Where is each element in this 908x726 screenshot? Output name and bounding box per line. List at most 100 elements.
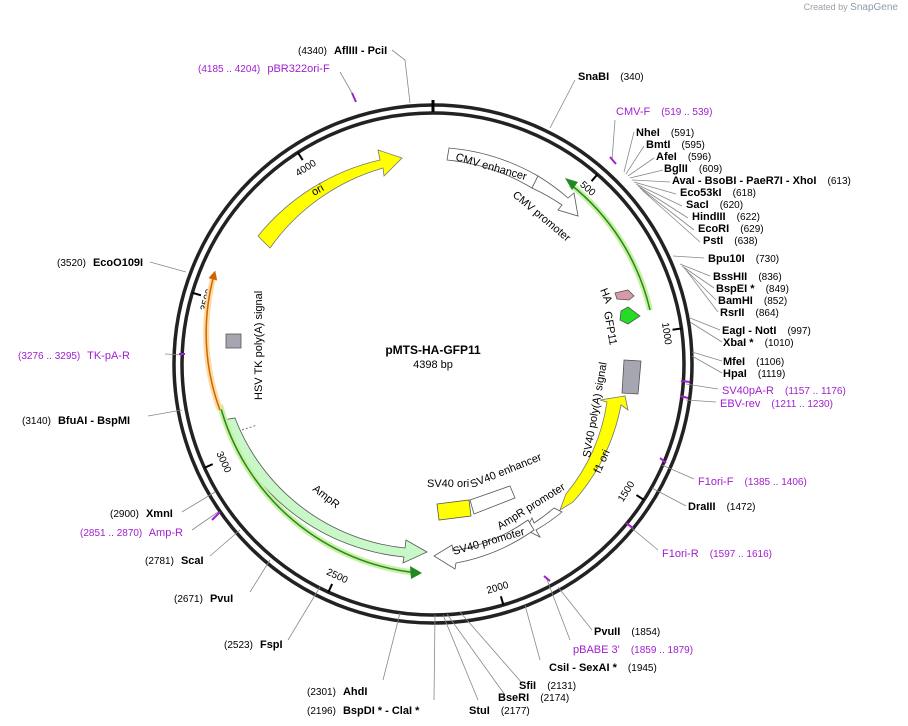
primer-amp-r[interactable]: (2851 .. 2870) Amp-R bbox=[80, 527, 183, 539]
feature-label-hsv-tk-polya: HSV TK poly(A) signal bbox=[253, 291, 265, 400]
site-ecoo109i[interactable]: (3520) EcoO109I bbox=[57, 257, 143, 269]
site-name: BspDI * - ClaI * bbox=[343, 705, 420, 717]
primer-pbr322ori-f[interactable]: (4185 .. 4204) pBR322ori-F bbox=[198, 63, 330, 75]
site-ahdi[interactable]: (2301) AhdI bbox=[307, 686, 367, 698]
site-stui[interactable]: StuI (2177) bbox=[469, 705, 530, 717]
feature-f1-ori[interactable] bbox=[559, 395, 629, 511]
leader-rsrii bbox=[685, 269, 719, 313]
site-saci[interactable]: SacI (620) bbox=[686, 199, 743, 211]
feature-cmv-promoter[interactable] bbox=[531, 175, 579, 217]
site-xbai[interactable]: XbaI * (1010) bbox=[723, 337, 794, 349]
leader-snabi bbox=[549, 79, 576, 129]
site-bsshii[interactable]: BssHII (836) bbox=[713, 271, 782, 283]
site-fspi[interactable]: (2523) FspI bbox=[224, 639, 283, 651]
site-avai[interactable]: AvaI - BsoBI - PaeR7I - XhoI (613) bbox=[672, 175, 851, 187]
leader-avai bbox=[631, 179, 671, 183]
leader-aflIII bbox=[391, 49, 411, 104]
site-pos: (629) bbox=[740, 224, 763, 235]
site-pos: (2131) bbox=[547, 681, 576, 692]
primer-range: (1385 .. 1406) bbox=[745, 477, 807, 488]
site-bamhi[interactable]: BamHI (852) bbox=[718, 295, 787, 307]
feature-hsv-tk-polya[interactable] bbox=[225, 333, 242, 349]
plasmid-length: 4398 bp bbox=[413, 359, 453, 371]
leader-mfei bbox=[691, 351, 723, 362]
primer-name: pBR322ori-F bbox=[267, 63, 330, 75]
site-hindiii[interactable]: HindIII (622) bbox=[692, 211, 760, 223]
site-snabi[interactable]: SnaBI (340) bbox=[578, 71, 644, 83]
site-name: BamHI bbox=[718, 295, 753, 307]
feature-sv40-polya[interactable] bbox=[621, 359, 642, 395]
leader-hindiii bbox=[637, 185, 689, 219]
feature-ha[interactable] bbox=[614, 289, 635, 301]
site-hpai[interactable]: HpaI (1119) bbox=[723, 368, 785, 380]
site-aflIII[interactable]: (4340) AflIII - PciI bbox=[298, 45, 387, 57]
site-bspei[interactable]: BspEI * (849) bbox=[716, 283, 789, 295]
site-afei[interactable]: AfeI (596) bbox=[656, 151, 711, 163]
leader-bmti bbox=[625, 145, 645, 175]
primer-sv40pa-r[interactable]: SV40pA-R (1157 .. 1176) bbox=[722, 385, 846, 397]
site-name: BfuAI - BspMI bbox=[58, 415, 130, 427]
site-scai[interactable]: (2781) ScaI bbox=[145, 555, 204, 567]
leader-bfuai bbox=[147, 409, 183, 417]
feature-sv40-enhancer[interactable] bbox=[469, 485, 516, 515]
leader-csii bbox=[524, 604, 541, 661]
primer-range: (2851 .. 2870) bbox=[80, 528, 142, 539]
leader-bseri bbox=[446, 613, 506, 696]
site-pos: (2900) bbox=[110, 509, 139, 520]
site-pos: (730) bbox=[756, 254, 779, 265]
primer-f1ori-r[interactable]: F1ori-R (1597 .. 1616) bbox=[662, 548, 772, 560]
site-bspdi[interactable]: (2196) BspDI * - ClaI * bbox=[307, 705, 420, 717]
site-ecori[interactable]: EcoRI (629) bbox=[698, 223, 764, 235]
feature-sv40-promoter[interactable] bbox=[433, 519, 535, 570]
site-name: StuI bbox=[469, 705, 490, 717]
site-name: AhdI bbox=[343, 686, 367, 698]
site-name: BspEI * bbox=[716, 283, 755, 295]
site-pvui[interactable]: (2671) PvuI bbox=[174, 593, 233, 605]
site-bseri[interactable]: BseRI (2174) bbox=[498, 692, 569, 704]
primer-mark-pbr322 bbox=[351, 92, 357, 103]
site-bpu10i[interactable]: Bpu10I (730) bbox=[708, 253, 779, 265]
site-pvuii[interactable]: PvuII (1854) bbox=[594, 626, 660, 638]
feature-tk-line bbox=[205, 270, 221, 411]
site-draiii[interactable]: DraIII (1472) bbox=[688, 501, 755, 513]
site-bglii[interactable]: BglII (609) bbox=[664, 163, 722, 175]
primer-name: F1ori-F bbox=[698, 476, 734, 488]
feature-ori[interactable] bbox=[257, 149, 403, 249]
leader-ecoo109i bbox=[149, 261, 187, 273]
site-csii[interactable]: CsiI - SexAI * (1945) bbox=[549, 662, 657, 674]
site-name: MfeI bbox=[723, 356, 745, 368]
feature-gfp11[interactable] bbox=[619, 306, 641, 325]
primer-cmv-f[interactable]: CMV-F (519 .. 539) bbox=[616, 106, 712, 118]
site-xmni[interactable]: (2900) XmnI bbox=[110, 508, 173, 520]
site-nhei[interactable]: NheI (591) bbox=[636, 127, 694, 139]
feature-gfp-region-arrow bbox=[565, 178, 578, 190]
primer-range: (4185 .. 4204) bbox=[198, 64, 260, 75]
primer-f1ori-f[interactable]: F1ori-F (1385 .. 1406) bbox=[698, 476, 807, 488]
primer-tk-pa-r[interactable]: (3276 .. 3295) TK-pA-R bbox=[18, 350, 130, 362]
features bbox=[203, 147, 653, 579]
site-name: Bpu10I bbox=[708, 253, 745, 265]
site-name: PvuI bbox=[210, 593, 233, 605]
site-sfii[interactable]: SfiI (2131) bbox=[519, 680, 576, 692]
primer-pbabe-3[interactable]: pBABE 3' (1859 .. 1879) bbox=[573, 644, 693, 656]
leader-ecori bbox=[639, 187, 695, 231]
site-name: PvuII bbox=[594, 626, 620, 638]
leader-bspei bbox=[681, 265, 715, 289]
tick-label-4000: 4000 bbox=[294, 158, 319, 179]
site-name: BglII bbox=[664, 163, 688, 175]
site-psti[interactable]: PstI (638) bbox=[703, 235, 758, 247]
site-eagi[interactable]: EagI - NotI (997) bbox=[722, 325, 811, 337]
site-mfei[interactable]: MfeI (1106) bbox=[723, 356, 784, 368]
primer-name: Amp-R bbox=[149, 527, 183, 539]
site-pos: (1010) bbox=[765, 338, 794, 349]
feature-sv40-ori[interactable] bbox=[436, 499, 472, 521]
site-bfuai[interactable]: (3140) BfuAI - BspMI bbox=[22, 415, 130, 427]
site-name: BssHII bbox=[713, 271, 747, 283]
site-bmti[interactable]: BmtI (595) bbox=[646, 139, 705, 151]
primer-ebv-rev[interactable]: EBV-rev (1211 .. 1230) bbox=[720, 398, 833, 410]
site-rsrii[interactable]: RsrII (864) bbox=[720, 307, 779, 319]
site-eco53ki[interactable]: Eco53kI (618) bbox=[680, 187, 756, 199]
site-name: PstI bbox=[703, 235, 723, 247]
site-name: BseRI bbox=[498, 692, 529, 704]
leader-draiii bbox=[651, 487, 687, 507]
